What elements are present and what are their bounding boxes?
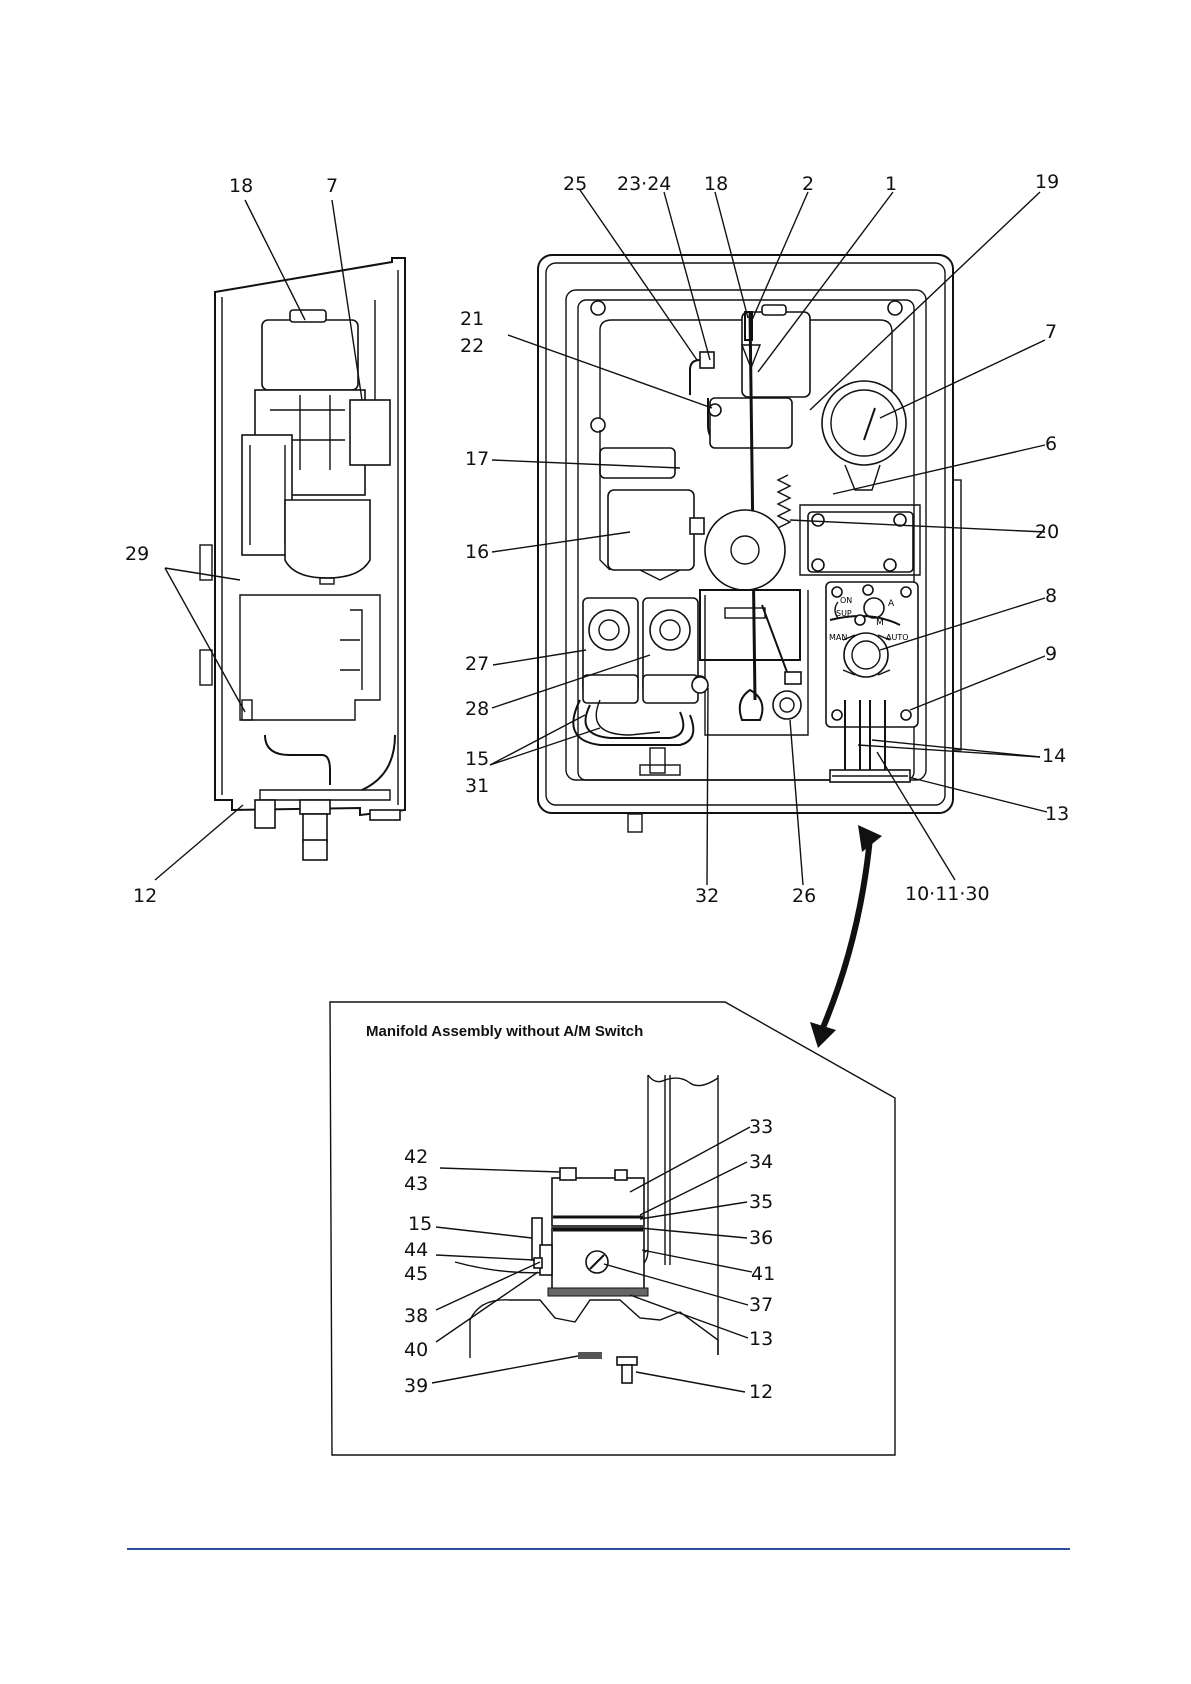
label-17: 17 [465, 448, 489, 470]
label-28: 28 [465, 698, 489, 720]
manifold-inset: Manifold Assembly without A/M Switch [330, 1002, 895, 1455]
label-40: 40 [404, 1339, 428, 1361]
label-25: 25 [563, 173, 587, 195]
label-10-11-30: 10·11·30 [905, 883, 990, 905]
label-7-side: 7 [326, 175, 338, 197]
label-9: 9 [1045, 643, 1057, 665]
label-22: 22 [460, 335, 484, 357]
front-view-drawing [538, 255, 961, 832]
label-12-side: 12 [133, 885, 157, 907]
side-view-drawing [200, 258, 405, 860]
label-19: 19 [1035, 171, 1059, 193]
label-44: 44 [404, 1239, 428, 1261]
label-21: 21 [460, 308, 484, 330]
inset-title: Manifold Assembly without A/M Switch [366, 1023, 643, 1040]
label-37: 37 [749, 1294, 773, 1316]
switch-auto-text: AUTO [886, 633, 909, 642]
label-12-inset: 12 [749, 1381, 773, 1403]
label-35: 35 [749, 1191, 773, 1213]
label-33: 33 [749, 1116, 773, 1138]
label-14: 14 [1042, 745, 1066, 767]
label-1: 1 [885, 173, 897, 195]
label-18-front: 18 [704, 173, 728, 195]
label-34: 34 [749, 1151, 773, 1173]
switch-sup-text: SUP [836, 609, 852, 618]
switch-man-text: MAN [829, 633, 847, 642]
label-31: 31 [465, 775, 489, 797]
label-7-front: 7 [1045, 321, 1057, 343]
switch-a-text: A [888, 599, 895, 609]
label-16: 16 [465, 541, 489, 563]
label-2: 2 [802, 173, 814, 195]
footer-rule [127, 1548, 1070, 1550]
label-6: 6 [1045, 433, 1057, 455]
label-8: 8 [1045, 585, 1057, 607]
label-15-front: 15 [465, 748, 489, 770]
label-45: 45 [404, 1263, 428, 1285]
label-41: 41 [751, 1263, 775, 1285]
label-27: 27 [465, 653, 489, 675]
label-13-front: 13 [1045, 803, 1069, 825]
link-arrow [810, 825, 882, 1048]
label-23-24: 23·24 [617, 173, 671, 195]
label-36: 36 [749, 1227, 773, 1249]
label-32: 32 [695, 885, 719, 907]
label-38: 38 [404, 1305, 428, 1327]
label-43: 43 [404, 1173, 428, 1195]
label-26: 26 [792, 885, 816, 907]
switch-m-text: M [876, 618, 884, 628]
label-42: 42 [404, 1146, 428, 1168]
label-39: 39 [404, 1375, 428, 1397]
label-29: 29 [125, 543, 149, 565]
label-20: 20 [1035, 521, 1059, 543]
switch-on-text: ON [840, 596, 852, 605]
label-13-inset: 13 [749, 1328, 773, 1350]
label-15-inset: 15 [408, 1213, 432, 1235]
label-18-side: 18 [229, 175, 253, 197]
